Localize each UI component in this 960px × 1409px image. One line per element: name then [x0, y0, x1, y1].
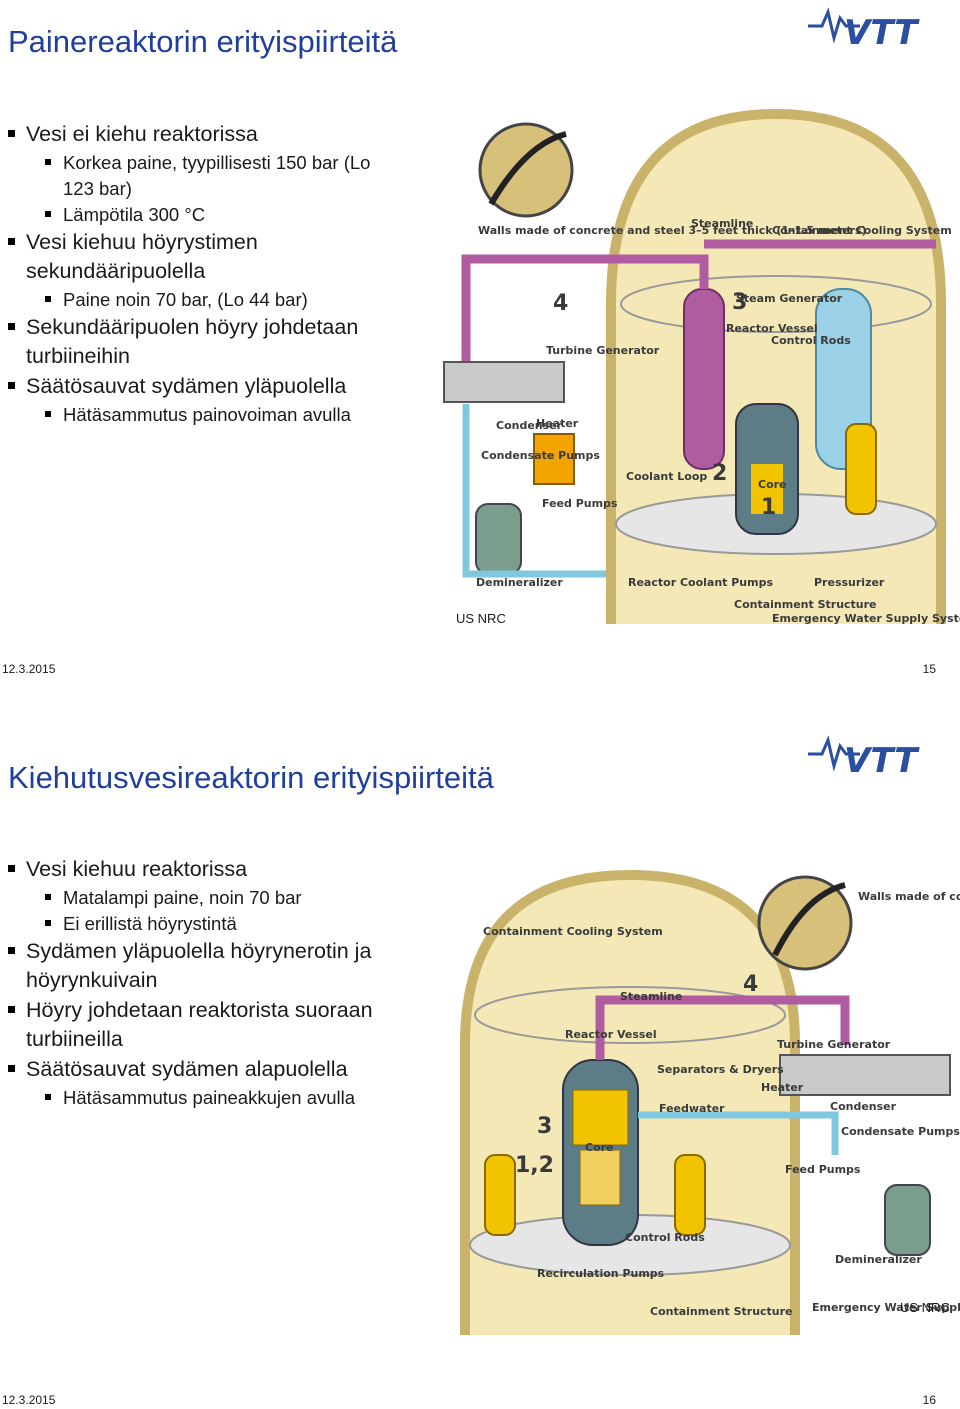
label-num-4: 4 [553, 291, 568, 316]
slide-16: Kiehutusvesireaktorin erityispiirteitä V… [0, 705, 960, 1409]
label-core: Core [758, 478, 787, 491]
label-steamline: Steamline [691, 217, 753, 230]
logo-text: VTT [844, 741, 920, 778]
bullet-list: Vesi kiehuu reaktorissa Matalampi paine,… [8, 855, 438, 1111]
slide-15: Painereaktorin erityispiirteitä VTT Vesi… [0, 0, 960, 700]
vtt-logo-icon: VTT [808, 7, 920, 53]
footer-date: 12.3.2015 [2, 662, 56, 676]
sub-bullet: Hätäsammutus painovoiman avulla [8, 402, 438, 428]
bwr-diagram: Walls made of concrete and steel 3–5 fee… [445, 855, 960, 1340]
label-steam-generator: Steam Generator [736, 292, 843, 305]
sub-bullet: Paine noin 70 bar, (Lo 44 bar) [8, 287, 438, 313]
label-reactor-vessel: Reactor Vessel [726, 322, 818, 335]
bullet: Vesi ei kiehu reaktorissa [8, 120, 438, 149]
label-turbine-generator: Turbine Generator [546, 344, 660, 357]
label-control-rods: Control Rods [771, 334, 851, 347]
bullet: Vesi kiehuu reaktorissa [8, 855, 438, 884]
label-feed-pumps: Feed Pumps [542, 497, 618, 510]
label-num-2: 2 [712, 461, 727, 486]
vtt-logo-icon: VTT [808, 735, 920, 781]
label-heater: Heater [761, 1081, 804, 1094]
bullet: Säätösauvat sydämen alapuolella [8, 1055, 438, 1084]
sub-bullet: Lämpötila 300 °C [8, 202, 438, 228]
label-num-3: 3 [732, 290, 747, 315]
label-reactor-coolant-pumps: Reactor Coolant Pumps [628, 576, 773, 589]
label-containment-cooling: Containment Cooling System [772, 224, 952, 237]
label-condenser: Condenser [830, 1100, 897, 1113]
sub-bullet: Hätäsammutus paineakkujen avulla [8, 1085, 438, 1111]
label-feed-pumps: Feed Pumps [785, 1163, 861, 1176]
bullet: Sekundääripuolen höyry johdetaan turbiin… [8, 313, 416, 371]
slide-title: Kiehutusvesireaktorin erityispiirteitä [8, 760, 494, 795]
label-reactor-vessel: Reactor Vessel [565, 1028, 657, 1041]
label-containment-structure: Containment Structure [650, 1305, 793, 1318]
label-emergency-water: Emergency Water Supply Systems [812, 1301, 960, 1314]
image-credit: US NRC [900, 1300, 950, 1315]
label-heater: Heater [536, 417, 579, 430]
label-control-rods: Control Rods [625, 1231, 705, 1244]
label-demineralizer: Demineralizer [476, 576, 563, 589]
vtt-logo: VTT [808, 732, 943, 781]
sub-bullet: Matalampi paine, noin 70 bar [8, 885, 438, 911]
label-steamline: Steamline [620, 990, 682, 1003]
label-core: Core [585, 1141, 614, 1154]
page-number: 16 [922, 1393, 936, 1407]
image-credit: US NRC [456, 611, 506, 626]
logo-text: VTT [844, 13, 920, 50]
bullet: Vesi kiehuu höyrystimen sekundääripuolel… [8, 228, 316, 286]
label-num-3: 3 [537, 1114, 552, 1139]
bullet: Höyry johdetaan reaktorista suoraan turb… [8, 996, 436, 1054]
label-num-4: 4 [743, 972, 758, 997]
label-separators: Separators & Dryers [657, 1063, 784, 1076]
label-coolant-loop: Coolant Loop [626, 470, 707, 483]
sub-bullet: Korkea paine, tyypillisesti 150 bar (Lo … [8, 150, 403, 202]
label-walls: Walls made of concrete and steel 3–5 fee… [478, 224, 867, 237]
bullet-list: Vesi ei kiehu reaktorissa Korkea paine, … [8, 120, 438, 428]
label-turbine-generator: Turbine Generator [777, 1038, 891, 1051]
pwr-diagram: Walls made of concrete and steel 3–5 fee… [436, 104, 960, 630]
footer-date: 12.3.2015 [2, 1393, 56, 1407]
label-num-1-2: 1,2 [515, 1153, 554, 1178]
label-demineralizer: Demineralizer [835, 1253, 922, 1266]
label-containment-cooling: Containment Cooling System [483, 925, 663, 938]
label-emergency-water: Emergency Water Supply Systems [772, 612, 960, 625]
label-condensate-pumps: Condensate Pumps [841, 1125, 960, 1138]
bullet: Sydämen yläpuolella höyrynerotin ja höyr… [8, 937, 426, 995]
sub-bullet: Ei erillistä höyrystintä [8, 911, 438, 937]
label-feedwater: Feedwater [659, 1102, 725, 1115]
label-condenser: Condenser [496, 419, 563, 432]
label-pressurizer: Pressurizer [814, 576, 885, 589]
slide-title: Painereaktorin erityispiirteitä [8, 24, 398, 59]
vtt-logo: VTT [808, 4, 943, 53]
label-walls: Walls made of concrete and steel 3–5 fee… [858, 890, 960, 903]
label-containment-structure: Containment Structure [734, 598, 877, 611]
bullet: Säätösauvat sydämen yläpuolella [8, 372, 438, 401]
label-num-1: 1 [761, 495, 776, 520]
page-number: 15 [922, 662, 936, 676]
label-condensate-pumps: Condensate Pumps [481, 449, 600, 462]
label-recirculation-pumps: Recirculation Pumps [537, 1267, 665, 1280]
